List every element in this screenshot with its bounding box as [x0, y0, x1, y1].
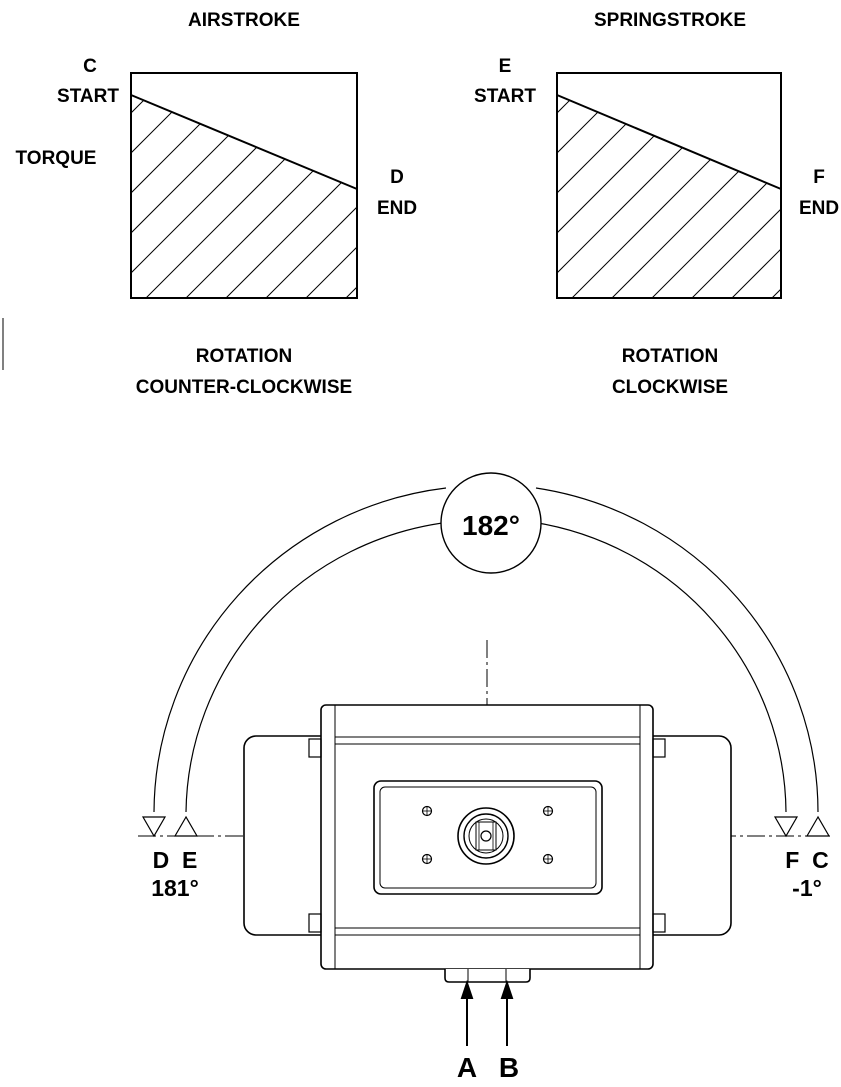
port-a-label: A — [457, 1052, 477, 1082]
airstroke-title: AIRSTROKE — [188, 10, 300, 31]
tie-rod-top-left — [308, 738, 322, 758]
hatch-line — [305, 95, 357, 298]
torque-axis-label: TORQUE — [16, 148, 97, 169]
tie-rod-bottom-left — [308, 913, 322, 933]
mounting-hole-icon — [421, 853, 433, 865]
port-a-arrow-icon — [460, 979, 474, 1046]
tie-rod-bottom-right — [652, 913, 666, 933]
rotation-arcs — [153, 487, 819, 813]
springstroke-chart-frame — [556, 72, 782, 299]
right-stop-angle: -1° — [792, 875, 822, 901]
hatch-line — [557, 95, 758, 298]
hatch-line — [131, 95, 172, 298]
mounting-pad-outer — [373, 780, 603, 895]
right-stop-letters: F C — [785, 847, 828, 873]
springstroke-torque-curve — [556, 94, 782, 190]
hatch-line — [571, 95, 781, 298]
springstroke-start-label: START — [474, 86, 536, 107]
hatch-line — [185, 95, 357, 298]
outer-arc-left — [153, 487, 447, 813]
springstroke-torque-chart: SPRINGSTROKE E START F END ROTATION CLOC… — [474, 10, 839, 398]
inner-arc-left — [185, 521, 451, 813]
hatch-line — [131, 95, 332, 298]
mounting-hole-icon — [542, 853, 554, 865]
hatch-line — [651, 95, 781, 298]
stop-marker-e — [173, 815, 199, 837]
hatch-line — [145, 95, 357, 298]
springstroke-rotation-label: ROTATION — [622, 346, 718, 367]
airstroke-rotation-direction: COUNTER-CLOCKWISE — [136, 377, 352, 398]
springstroke-title: SPRINGSTROKE — [594, 10, 746, 31]
left-stop-angle: 181° — [151, 875, 199, 901]
airstroke-end-letter: D — [390, 167, 404, 188]
rotation-angle-callout: 182° — [440, 472, 542, 574]
airstroke-rotation-label: ROTATION — [196, 346, 292, 367]
inner-arc-right — [531, 521, 787, 813]
hatch-line — [345, 95, 357, 298]
airstroke-end-label: END — [377, 198, 417, 219]
left-stop-letters: D E — [153, 847, 198, 873]
hatch-line — [771, 95, 781, 298]
hatch-line — [731, 95, 781, 298]
stop-marker-f — [773, 816, 799, 838]
springstroke-start-letter: E — [499, 56, 512, 77]
angle-callout-circle — [440, 472, 542, 574]
springstroke-end-letter: F — [813, 167, 825, 188]
stop-marker-c — [805, 815, 831, 837]
air-port-block — [444, 969, 531, 983]
hatch-line — [611, 95, 781, 298]
end-stop-markers — [141, 815, 831, 838]
hatch-line — [265, 95, 357, 298]
hatch-line — [225, 95, 357, 298]
port-b-label: B — [499, 1052, 519, 1082]
outer-arc-right — [535, 487, 819, 813]
tie-rod-top-right — [652, 738, 666, 758]
hatch-line — [691, 95, 781, 298]
port-b-arrow-icon — [500, 979, 514, 1046]
airstroke-start-letter: C — [83, 56, 97, 77]
total-rotation-angle: 182° — [462, 510, 520, 541]
springstroke-end-label: END — [799, 198, 839, 219]
airstroke-torque-curve — [130, 94, 358, 190]
mounting-hole-icon — [542, 805, 554, 817]
airstroke-start-label: START — [57, 86, 119, 107]
airstroke-torque-chart: AIRSTROKE C START TORQUE D END ROTATION … — [16, 10, 418, 398]
stop-marker-d — [141, 816, 167, 838]
hatch-line — [557, 95, 598, 298]
airstroke-chart-frame — [130, 72, 358, 299]
mounting-hole-icon — [421, 805, 433, 817]
mounting-holes — [421, 805, 554, 865]
output-shaft-icon — [457, 807, 515, 865]
springstroke-rotation-direction: CLOCKWISE — [612, 377, 728, 398]
mounting-pad-inner — [379, 786, 597, 889]
air-supply-arrows — [460, 979, 514, 1046]
